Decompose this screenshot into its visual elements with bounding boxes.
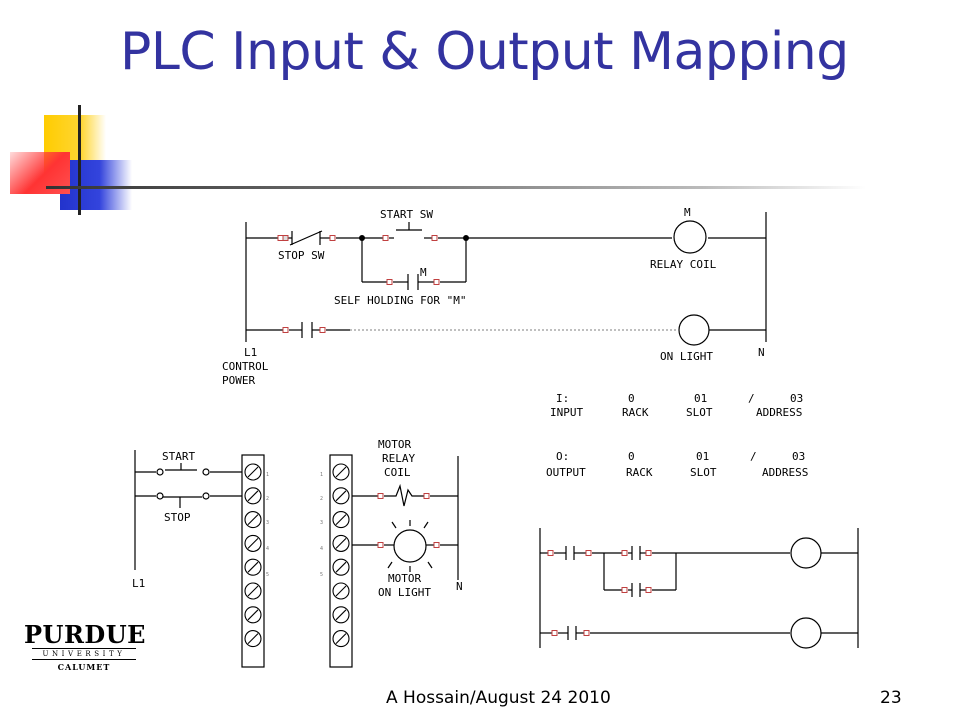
- slide-title: PLC Input & Output Mapping: [120, 22, 849, 82]
- input-slot-label: SLOT: [686, 406, 713, 419]
- terminal-screw-slot: [247, 633, 259, 644]
- svg-text:5: 5: [266, 572, 269, 578]
- output-slot: 01: [696, 450, 709, 463]
- terminal-screw-slot: [335, 633, 347, 644]
- input-rack-label: RACK: [622, 406, 649, 419]
- title-underline: [46, 186, 866, 189]
- terminal-screw-slot: [335, 609, 347, 621]
- input-address: 03: [790, 392, 803, 405]
- terminal-screw-slot: [335, 466, 347, 478]
- l1-label: L1: [244, 346, 257, 359]
- svg-text:2: 2: [320, 496, 323, 502]
- power-label: POWER: [222, 374, 255, 387]
- terminal-screw-slot: [247, 514, 259, 525]
- output-rack-label: RACK: [626, 466, 653, 479]
- input-sep: /: [748, 392, 755, 405]
- terminal-screw-slot: [247, 490, 259, 502]
- svg-text:2: 2: [266, 496, 269, 502]
- output-rack: 0: [628, 450, 635, 463]
- input-rack: 0: [628, 392, 635, 405]
- input-prefix: I:: [556, 392, 569, 405]
- start-label: START: [162, 450, 195, 463]
- terminal-screw-slot: [247, 466, 259, 478]
- relay-ladder-diagram: [245, 212, 767, 346]
- output-address-label: ADDRESS: [762, 466, 808, 479]
- m-coil-label: M: [684, 206, 691, 219]
- terminal-screw-slot: [247, 585, 259, 597]
- logo-name: PURDUE: [24, 620, 146, 649]
- relay-label: RELAY: [382, 452, 415, 465]
- deco-blue-square: [60, 160, 132, 210]
- motor-label: MOTOR: [378, 438, 411, 451]
- svg-text:4: 4: [266, 546, 269, 552]
- purdue-calumet-logo: PURDUE UNIVERSITY CALUMET: [24, 620, 146, 674]
- terminal-screw-slot: [247, 609, 259, 621]
- n-label: N: [758, 346, 765, 359]
- start-sw-label: START SW: [380, 208, 433, 221]
- terminal-screw-slot: [335, 490, 347, 502]
- wiring-n-label: N: [456, 580, 463, 593]
- m-contact-label: M: [420, 266, 427, 279]
- output-address: 03: [792, 450, 805, 463]
- terminal-screw-slot: [335, 538, 347, 549]
- field-wiring-diagram: [134, 450, 459, 668]
- output-prefix: O:: [556, 450, 569, 463]
- wiring-l1-label: L1: [132, 577, 145, 590]
- input-address-label: ADDRESS: [756, 406, 802, 419]
- svg-text:4: 4: [320, 546, 323, 552]
- svg-text:1: 1: [320, 472, 323, 478]
- slide-footer: A Hossain/August 24 2010: [386, 688, 611, 708]
- terminal-screw-slot: [335, 561, 347, 573]
- terminal-screw-slot: [335, 514, 347, 525]
- plc-ladder-diagram: [539, 528, 859, 649]
- output-label: OUTPUT: [546, 466, 586, 479]
- logo-university: UNIVERSITY: [32, 648, 136, 660]
- svg-text:1: 1: [266, 472, 269, 478]
- svg-text:5: 5: [320, 572, 323, 578]
- coil-label: COIL: [384, 466, 411, 479]
- self-holding-label: SELF HOLDING FOR "M": [334, 294, 466, 307]
- stop-label: STOP: [164, 511, 191, 524]
- control-label: CONTROL: [222, 360, 269, 373]
- relay-coil-label: RELAY COIL: [650, 258, 717, 271]
- svg-text:3: 3: [266, 520, 269, 526]
- stop-sw-label: STOP SW: [278, 249, 325, 262]
- input-label: INPUT: [550, 406, 583, 419]
- svg-text:3: 3: [320, 520, 323, 526]
- terminal-screw-slot: [247, 538, 259, 549]
- output-sep: /: [750, 450, 757, 463]
- deco-vertical-line: [78, 105, 81, 215]
- page-number: 23: [880, 688, 902, 708]
- output-slot-label: SLOT: [690, 466, 717, 479]
- logo-campus: CALUMET: [57, 662, 111, 672]
- on-light-motor-label: ON LIGHT: [378, 586, 431, 599]
- on-light-label: ON LIGHT: [660, 350, 713, 363]
- terminal-screw-slot: [335, 585, 347, 597]
- motor-light-label: MOTOR: [388, 572, 421, 585]
- input-slot: 01: [694, 392, 707, 405]
- terminal-screw-slot: [247, 561, 259, 573]
